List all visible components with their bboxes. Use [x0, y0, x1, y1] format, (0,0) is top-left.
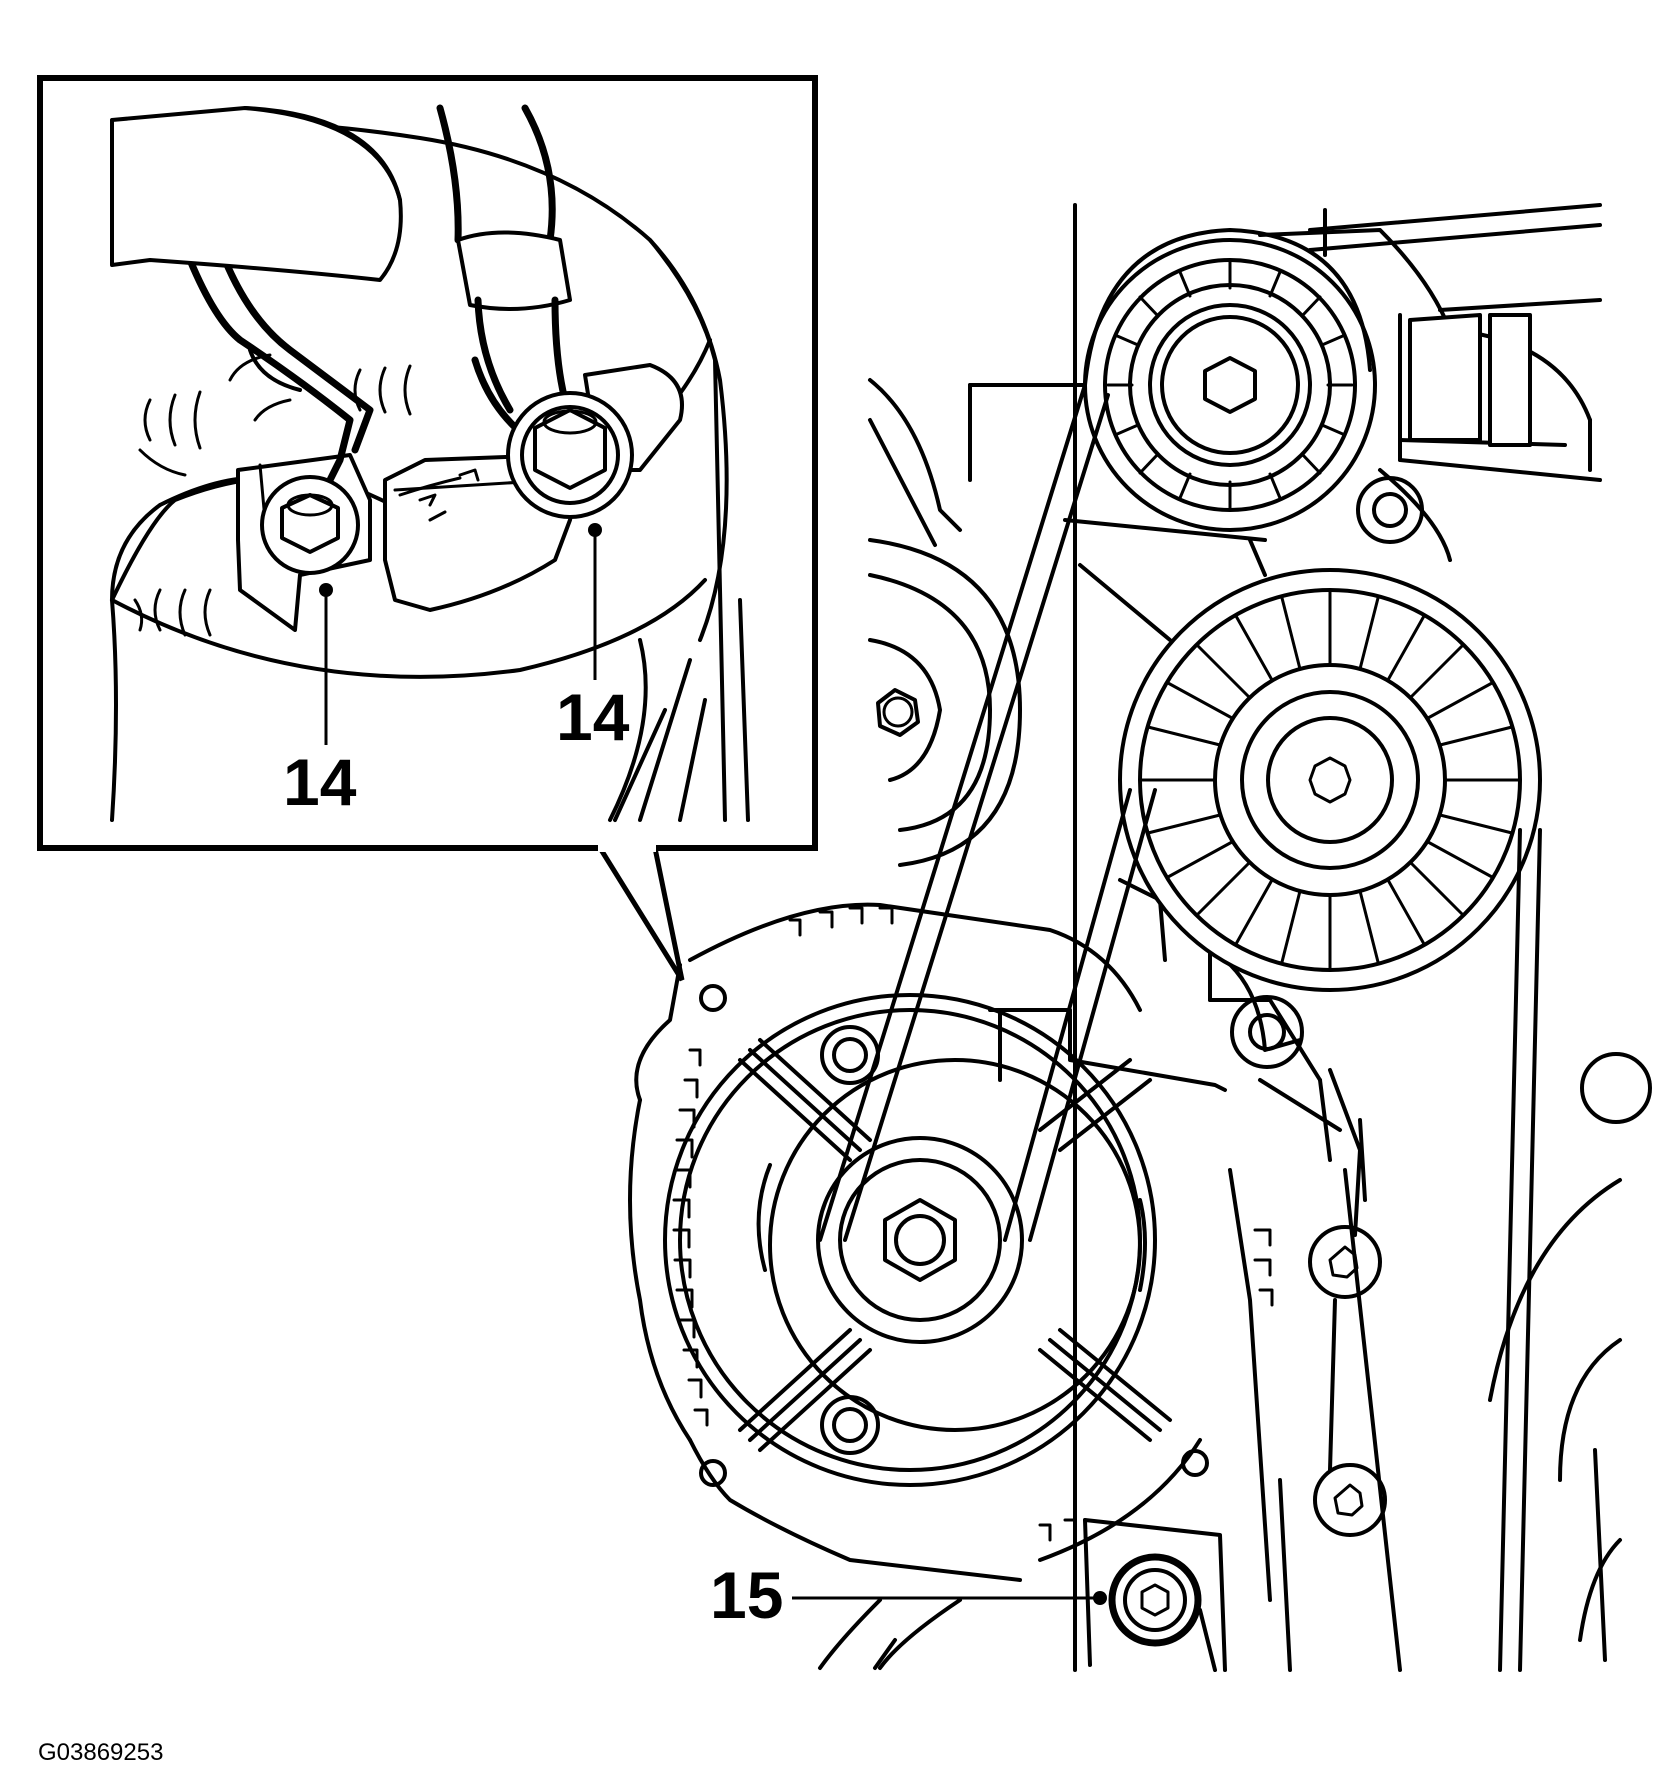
main-engine-view: 15: [628, 203, 1652, 1672]
callout-15: 15: [710, 1558, 1107, 1632]
alternator-housing: [628, 902, 1274, 1582]
inset-right-nut: [506, 391, 634, 519]
tensioner-bolt-area: [1083, 1518, 1227, 1672]
callout-14-right: 14: [556, 523, 630, 754]
callout-label-14-left: 14: [283, 745, 357, 819]
crankshaft-pulley-partial: [868, 538, 1022, 867]
alternator-cooling-fins: [672, 906, 1274, 1542]
inset-left-nut: [260, 475, 360, 575]
inset-detail-view: 14 14: [37, 75, 818, 982]
inset-hose: [110, 106, 403, 282]
tensioner-pulley: [1118, 568, 1542, 992]
alternator-fan-spokes: [738, 1038, 1172, 1452]
tensioner-pulley-ribs: [1140, 590, 1520, 970]
figure-code: G03869253: [38, 1739, 163, 1766]
inset-cooling-slots: [133, 353, 412, 637]
drive-belt: [818, 228, 1542, 1672]
alternator-mount-lugs: [820, 1025, 880, 1455]
callout-label-15: 15: [710, 1558, 783, 1632]
engine-structure-lines: [818, 203, 1622, 1672]
idler-pulley-upper: [1083, 238, 1424, 544]
idler-pulley-upper-teeth: [1106, 260, 1354, 510]
callout-label-14-right: 14: [556, 680, 630, 754]
inset-cables: [186, 104, 572, 524]
callout-14-left: 14: [283, 583, 357, 819]
alternator-pulley: [816, 1136, 1024, 1344]
